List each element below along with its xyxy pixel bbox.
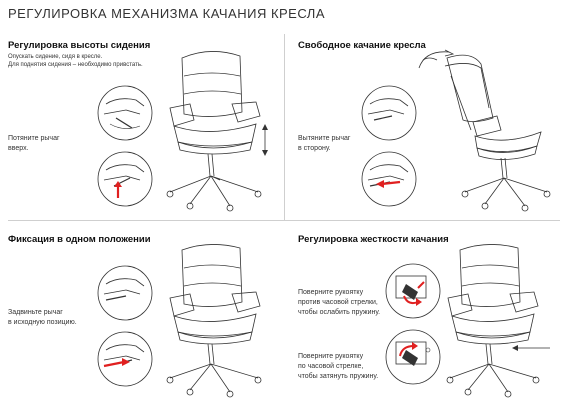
fix-lever-detail-top <box>97 265 153 321</box>
height-note-1: Опускать сидение, сидя в кресле. <box>8 54 103 60</box>
height-instruction: Потяните рычаг вверх. <box>8 135 60 152</box>
height-section-title: Регулировка высоты сидения <box>8 40 151 51</box>
fix-section-title: Фиксация в одном положении <box>8 234 151 245</box>
fix-lever-detail-bottom <box>97 331 153 387</box>
swing-section-title: Свободное качание кресла <box>298 40 426 51</box>
fix-instruction: Задвиньте рычаг в исходную позицию. <box>8 309 77 326</box>
knob-tighten-detail <box>385 329 441 385</box>
chair-illustration-height <box>166 51 268 212</box>
stiffness-tighten-instruction: Поверните рукоятку по часовой стрелке, ч… <box>298 353 379 380</box>
stiffness-section-title: Регулировка жесткости качания <box>298 234 449 245</box>
horizontal-divider <box>8 220 560 221</box>
chair-illustration-fix <box>166 244 262 398</box>
height-lever-detail-top <box>97 85 153 141</box>
vertical-divider <box>284 34 285 220</box>
swing-instruction: Вытяните рычаг в сторону. <box>298 135 351 152</box>
page-title: РЕГУЛИРОВКА МЕХАНИЗМА КАЧАНИЯ КРЕСЛА <box>8 6 326 21</box>
height-note-2: Для поднятия сидения – необходимо привст… <box>8 62 143 68</box>
swing-lever-detail-bottom <box>361 151 417 207</box>
knob-loosen-detail <box>385 263 441 319</box>
height-lever-detail-bottom <box>97 151 153 207</box>
swing-lever-detail-top <box>361 85 417 141</box>
stiffness-loosen-instruction: Поверните рукоятку против часовой стрелк… <box>298 289 381 316</box>
chair-illustration-swing <box>418 49 551 212</box>
chair-illustration-stiffness <box>446 244 550 398</box>
